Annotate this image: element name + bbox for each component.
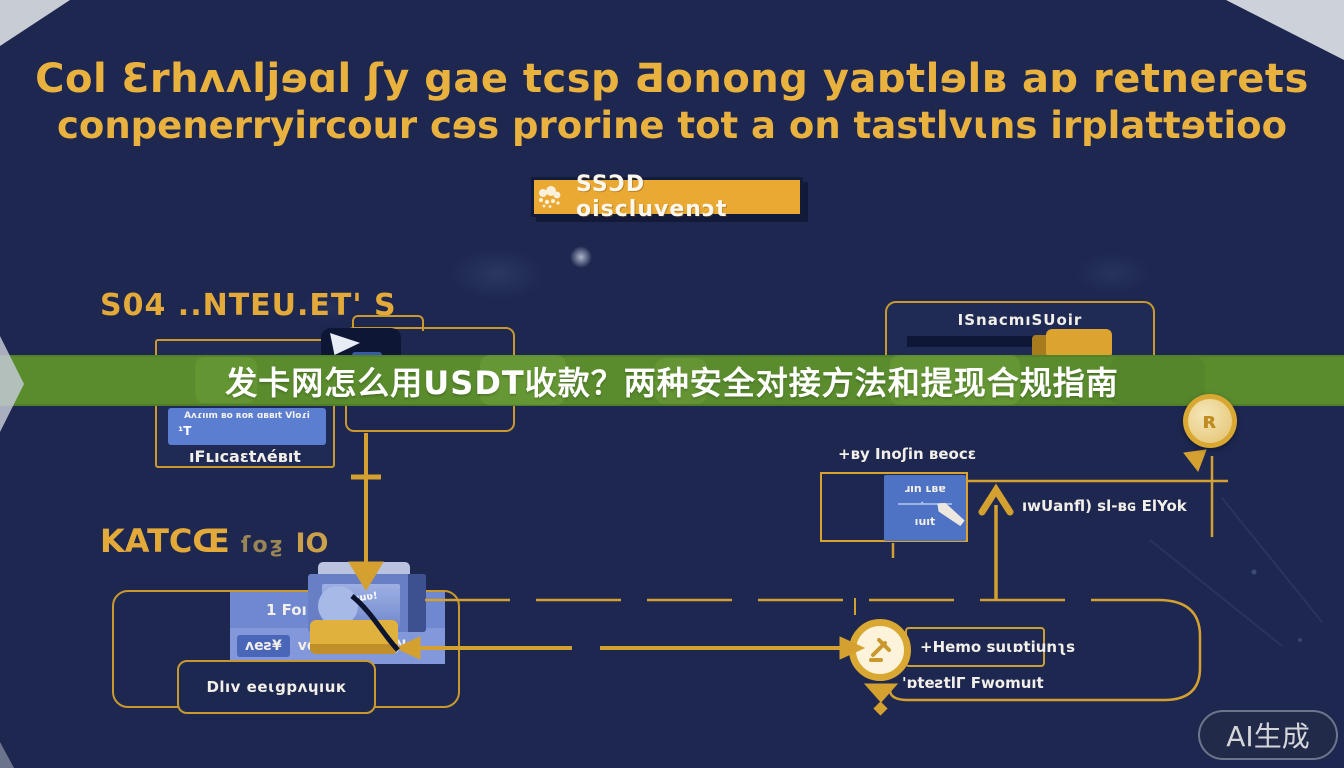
headline-line-2: conpenerryircour cɘs prorine tot a on ta… xyxy=(56,104,1287,147)
payout-card-title: +Hemo suɩɒtiunʅs xyxy=(920,638,1076,656)
coin-badge: ʀ xyxy=(1183,394,1237,448)
double-arrow-connector xyxy=(394,636,866,660)
login-card-panel: ɹın ʟʙɐ ˆ ıuıt xyxy=(884,475,966,541)
workflow-row-3-label: Dlıv eeɩgpʌɥıuк xyxy=(206,678,347,696)
login-card-caption: +ʙy Inoʃin ʙeocɛ xyxy=(838,445,977,463)
gavel-coin-icon xyxy=(849,619,911,681)
banner-texture xyxy=(655,358,707,404)
section-label-step1: S04 ..NTEU.ET' S xyxy=(100,288,397,323)
payout-card-caption: 'ɒteƨtlΓ Fwomuıt xyxy=(902,674,1044,692)
article-title-banner: 发卡网怎么用USDT收款？两种安全对接方法和提现合规指南 xyxy=(0,355,1344,406)
payout-card: +Hemo suɩɒtiunʅs xyxy=(905,627,1075,667)
step2-label-sub: ſoƺ xyxy=(240,533,285,558)
banner-texture xyxy=(480,355,566,405)
screenshot-card-chip-text: Aʌɾıım ʙo ʀoʀ ɑʙʙıt Vloɾi xyxy=(184,411,310,421)
step2-label-tail: IO xyxy=(295,528,329,559)
flow-loop-connector xyxy=(425,598,1202,702)
coin-drop-connector xyxy=(863,683,899,716)
cta-button-label: SSƆD oiscluvenɔt xyxy=(576,172,728,222)
workflow-row-3: Dlıv eeɩgpʌɥıuк xyxy=(177,660,376,714)
background-glow xyxy=(450,248,545,300)
laptop-side xyxy=(408,574,426,632)
login-card-outline xyxy=(820,472,968,542)
screenshot-card-chip-mark: ¹T xyxy=(178,424,192,438)
banner-texture xyxy=(890,355,1020,405)
login-panel-divider xyxy=(898,503,952,505)
constellation-lines xyxy=(1149,497,1323,647)
ai-generated-watermark: AI生成 xyxy=(1198,710,1338,760)
coins-cloud-icon xyxy=(534,185,564,209)
workflow-row-2-chip: ʌeƨ¥ xyxy=(237,635,290,657)
screenshot-card-caption: ıFʟıcaɛtʌéʙıt xyxy=(189,447,301,466)
arrow-up-connector xyxy=(978,483,1014,600)
headline-line-1: Col Ɛrhʌʌljɘɑl ʃy gae tcsp Ƌonong yaɒtlɘ… xyxy=(35,56,1309,102)
scanner-card-title: ISnacmıSUoir xyxy=(957,311,1083,329)
edge-patch-left xyxy=(0,336,24,432)
login-row-2: ıuıt xyxy=(914,515,936,528)
background-glow xyxy=(1075,252,1150,294)
login-row-1: ɹın ʟʙɐ xyxy=(904,482,946,495)
article-title: 发卡网怎么用USDT收款？两种安全对接方法和提现合规指南 xyxy=(225,363,1119,402)
banner-texture xyxy=(195,357,257,403)
corner-patch-bottom-left xyxy=(0,742,14,768)
banner-texture xyxy=(1110,357,1205,405)
cta-button[interactable]: SSƆD oiscluvenɔt xyxy=(531,172,803,222)
coin-badge-glyph: ʀ xyxy=(1202,408,1218,434)
laptop-base-stripe xyxy=(310,644,398,654)
step2-label-main: KATCŒ xyxy=(100,522,230,560)
caret-up-icon: ˆ xyxy=(920,502,925,512)
wallet-note: ıwUanfl) sl-ʙɢ ElYok xyxy=(1022,497,1187,515)
scanner-card-bar xyxy=(907,336,1065,347)
section-label-step2: KATCŒ ſoƺ IO xyxy=(100,522,329,560)
screenshot-card-address-chip: Aʌɾıım ʙo ʀoʀ ɑʙʙıt Vloɾi ¹T xyxy=(168,408,326,445)
corner-patch-top-right xyxy=(1226,0,1344,60)
background-glow xyxy=(570,246,592,268)
corner-patch-top-left xyxy=(0,0,70,46)
watermark-label: AI生成 xyxy=(1226,720,1310,753)
folder-tab xyxy=(352,315,424,331)
